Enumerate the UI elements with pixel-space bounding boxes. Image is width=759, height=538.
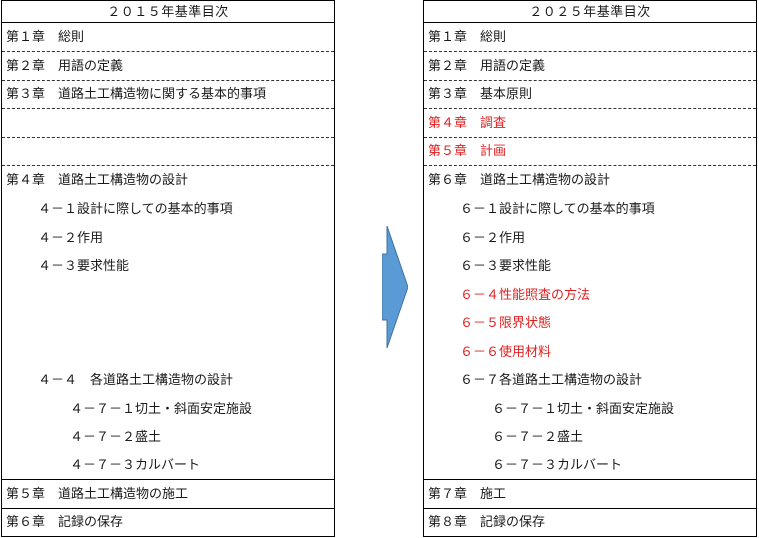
- toc-entry: 第３章 基本原則: [424, 80, 756, 109]
- toc-entry: 第５章 計画: [424, 137, 756, 166]
- toc-entry: 第８章 記録の保存: [428, 515, 546, 530]
- toc-entry: 第４章 調査: [424, 109, 756, 138]
- toc-entry: ６－５限界状態: [460, 316, 552, 331]
- toc-entry: 第２章 用語の定義: [424, 52, 756, 81]
- toc-entry: ６－６使用材料: [460, 345, 552, 360]
- toc-2015-table: ２０１５年基準目次 第１章 総則第２章 用語の定義第３章 道路土工構造物に関する…: [1, 0, 335, 537]
- toc-entry: ４－１設計に際しての基本的事項: [38, 202, 233, 217]
- toc-entry: ６－７各道路土工構造物の設計: [460, 373, 643, 388]
- toc-entry: ６－２作用: [460, 231, 526, 246]
- toc-entry: 第２章 用語の定義: [2, 52, 334, 81]
- toc-entry: ４－７－３カルバート: [2, 451, 334, 480]
- toc-entry: 第１章 総則: [2, 23, 334, 52]
- toc-entry: [2, 137, 334, 166]
- toc-entry: ４－７－１切土・斜面安定施設: [70, 402, 253, 417]
- toc-entry: ６－４性能照査の方法: [460, 288, 591, 303]
- toc-entry: 第７章 施工: [424, 480, 756, 509]
- toc-2025-title: ２０２５年基準目次: [424, 0, 756, 23]
- toc-entry: 第６章 道路土工構造物の設計: [428, 173, 611, 188]
- toc-entry: 第１章 総則: [424, 23, 756, 52]
- toc-2025-table: ２０２５年基準目次 第１章 総則第２章 用語の定義第３章 基本原則第４章 調査第…: [423, 0, 757, 537]
- toc-entry: ４－２作用: [38, 231, 104, 246]
- toc-2015-title: ２０１５年基準目次: [2, 0, 334, 23]
- toc-entry: 第４章 道路土工構造物の設計: [6, 173, 189, 188]
- toc-entry: ６－７－１切土・斜面安定施設: [492, 402, 675, 417]
- toc-entry: ６－７－３カルバート: [424, 451, 756, 480]
- right-arrow-icon: [382, 226, 408, 348]
- toc-entry: ６－１設計に際しての基本的事項: [460, 202, 655, 217]
- toc-entry: ４－７－２盛土: [70, 430, 162, 445]
- toc-entry: ４－３要求性能: [38, 259, 130, 274]
- toc-entry: 第３章 道路土工構造物に関する基本的事項: [2, 80, 334, 109]
- toc-entry: 第６章 記録の保存: [6, 515, 124, 530]
- toc-entry: [2, 109, 334, 138]
- toc-entry: ６－３要求性能: [460, 259, 552, 274]
- toc-entry: ４－４ 各道路土工構造物の設計: [38, 373, 234, 388]
- toc-entry: 第５章 道路土工構造物の施工: [2, 480, 334, 509]
- toc-entry: ６－７－２盛土: [492, 430, 584, 445]
